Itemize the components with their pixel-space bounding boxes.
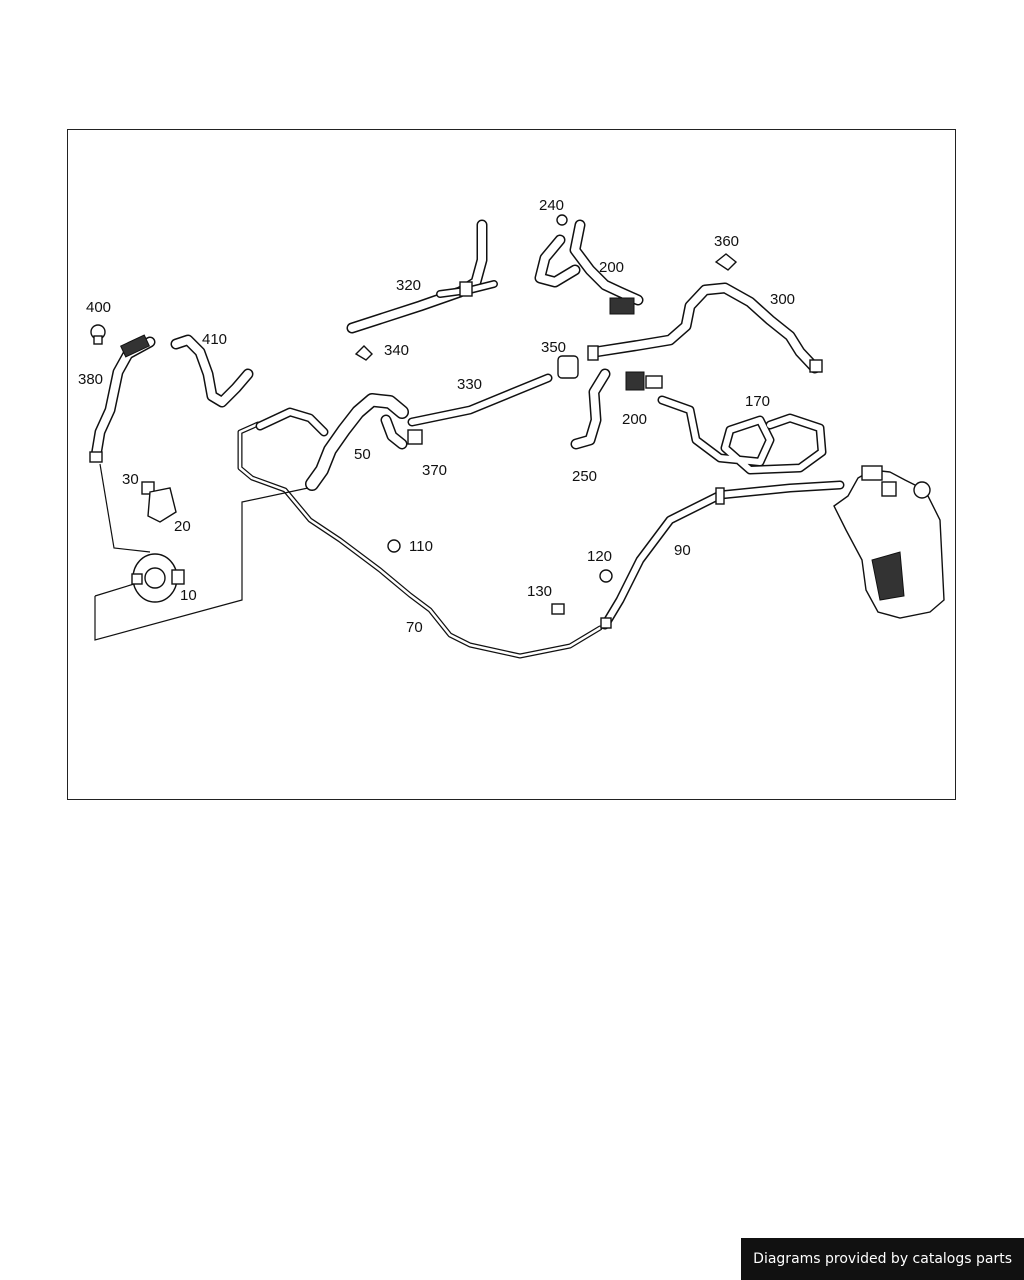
callout-400: 400 [86, 299, 111, 316]
callout-50: 50 [354, 446, 371, 463]
callout-250: 250 [572, 468, 597, 485]
callout-200-lower: 200 [622, 411, 647, 428]
pump-10 [131, 553, 185, 603]
callout-320: 320 [396, 277, 421, 294]
callout-410: 410 [202, 331, 227, 348]
hose-380 [89, 334, 156, 463]
callout-240: 240 [539, 197, 564, 214]
valve-200 [625, 371, 663, 391]
hose-300 [587, 282, 823, 374]
callout-labels: 400 410 380 30 20 10 320 340 240 200 360… [78, 197, 795, 636]
reservoir-tank [833, 465, 945, 619]
callout-20: 20 [174, 518, 191, 535]
callout-200-upper: 200 [599, 259, 624, 276]
callout-380: 380 [78, 371, 103, 388]
credit-text: Diagrams provided by catalogs parts [753, 1251, 1012, 1267]
hose-feed [255, 407, 329, 437]
callout-90: 90 [674, 542, 691, 559]
part-400 [90, 324, 106, 345]
clip-340 [354, 345, 373, 361]
part-370 [407, 429, 423, 445]
callout-10: 10 [180, 587, 197, 604]
callout-70: 70 [406, 619, 423, 636]
callout-340: 340 [384, 342, 409, 359]
diagram-frame [67, 129, 956, 800]
callout-30: 30 [122, 471, 139, 488]
hose-410 [170, 334, 254, 408]
callout-330: 330 [457, 376, 482, 393]
pipe-330 [407, 373, 553, 427]
callout-350: 350 [541, 339, 566, 356]
callout-110: 110 [409, 538, 433, 555]
callout-360: 360 [714, 233, 739, 250]
clip-110 [387, 539, 401, 553]
leader-lines [94, 463, 309, 641]
callout-300: 300 [770, 291, 795, 308]
hose-250 [570, 368, 611, 450]
hose-170 [657, 395, 827, 475]
callout-130: 130 [527, 583, 552, 600]
clip-120 [599, 569, 613, 583]
hose-50 [305, 393, 409, 491]
clip-130 [551, 603, 565, 615]
line-70 [237, 421, 603, 659]
hose-90 [600, 480, 845, 630]
callout-370: 370 [422, 462, 447, 479]
clip-360 [714, 253, 738, 271]
part-350 [557, 355, 579, 379]
part-20 [147, 487, 177, 523]
part-30 [141, 481, 155, 495]
callout-170: 170 [745, 393, 770, 410]
callout-120: 120 [587, 548, 612, 565]
hose-200-upper [534, 219, 644, 315]
hose-320 [346, 219, 498, 334]
clamp-240 [556, 214, 568, 226]
credit-banner: Diagrams provided by catalogs parts [741, 1238, 1024, 1280]
